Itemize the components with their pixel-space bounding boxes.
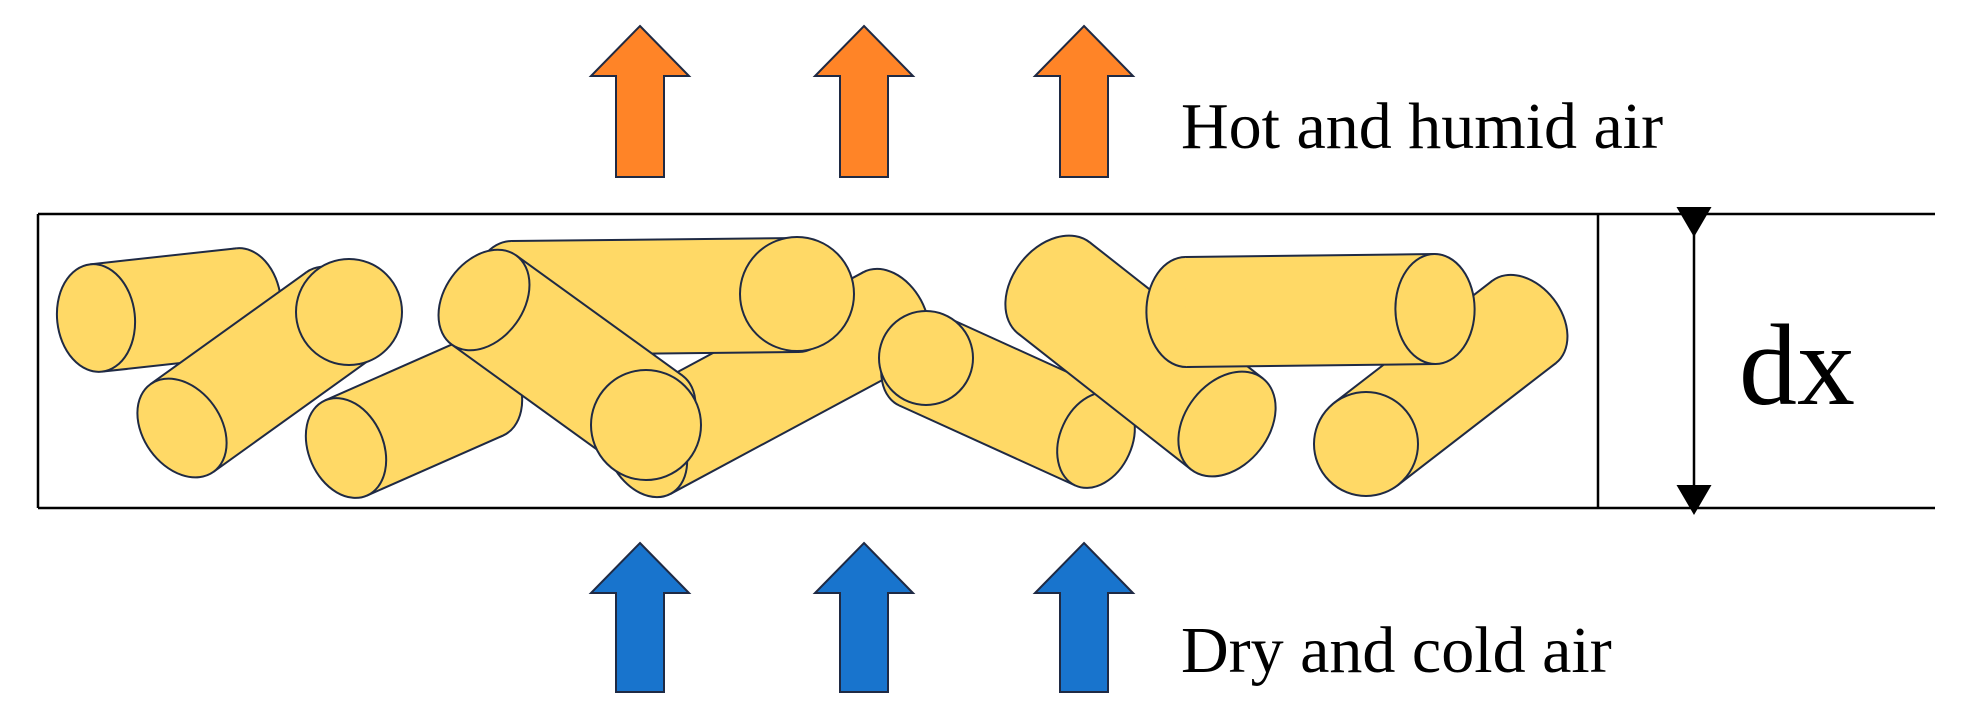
pellet [304,337,524,499]
cold-air-up-arrow-icon [812,541,916,693]
pellet-front-end [1177,370,1277,478]
inlet-air-label: Dry and cold air [1181,614,1612,687]
pellet-edge [898,404,1076,487]
pellet-edge [1017,332,1192,471]
pellet-body [1185,254,1436,367]
pellet-edge [366,434,504,497]
pellet-edge [515,254,683,377]
pellet-edge [149,271,308,385]
hot-air-up-arrow-icon [812,24,916,178]
pellet-bed [55,234,1569,499]
pellet-front-end [437,248,531,352]
hot-air-up-arrow-icon [1032,24,1136,178]
hot-air-up-arrow-icon [588,24,692,178]
pellet-front-end [1394,253,1476,365]
pellet-front-end [304,397,388,499]
cold-air-up-arrow-icon [1032,541,1136,693]
pellet-edge [1397,362,1557,486]
cold-air-up-arrow-icon [588,541,692,693]
pellet-front-end [136,377,228,479]
pellet-end-face [739,236,855,352]
drying-layer-frame [36,212,1935,510]
cold-air-arrows [588,541,1136,693]
thickness-label: dx [1739,302,1855,430]
pellet-front-end [55,263,137,373]
pellet [1004,234,1277,478]
pellet-edge [90,247,237,266]
pellet-end-face [295,258,403,366]
pellet-end-face [590,369,702,481]
pellet-edge [451,343,619,466]
pellet-edge [324,339,462,402]
pellet-end-face [878,310,974,406]
pellet-end-face [1313,391,1419,497]
outlet-air-label: Hot and humid air [1181,90,1664,163]
pellet-edge [1186,362,1436,368]
pellet [1145,253,1476,368]
pellet-edge [1185,253,1435,259]
hot-air-arrows [588,24,1136,178]
pellet-edge [670,362,914,495]
pellet-edge [511,237,798,243]
pellet-edge [212,359,371,473]
